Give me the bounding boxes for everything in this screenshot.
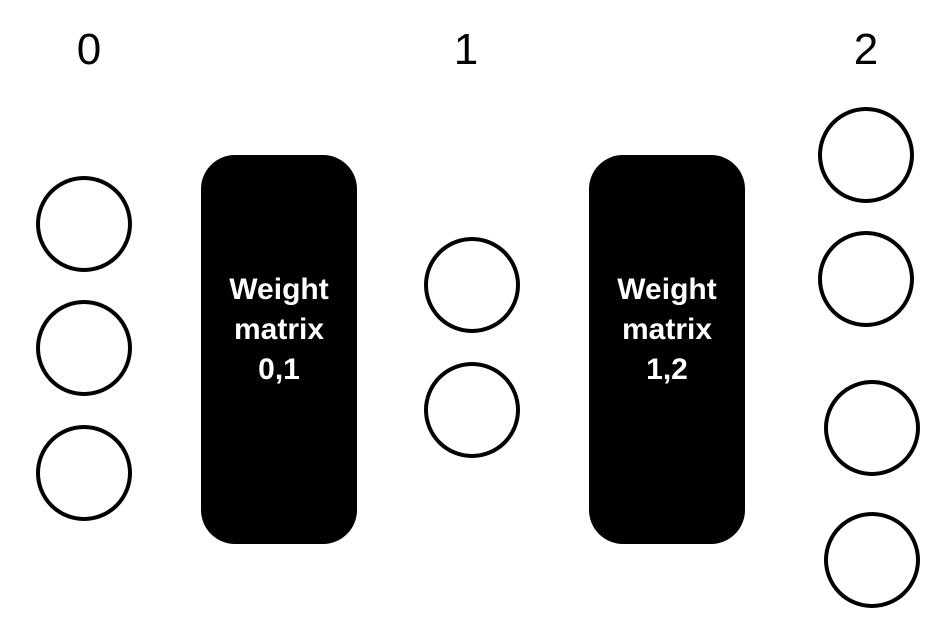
weight-matrix-0-1-line3: 0,1 [258, 352, 300, 386]
layer-2-neuron [818, 107, 914, 203]
layer-0-neuron [36, 300, 132, 396]
layer-2-neuron [824, 380, 920, 476]
layer-0-label: 0 [76, 25, 102, 74]
weight-matrix-0-1-line1: Weight [229, 272, 329, 306]
weight-matrix-1-2: Weight matrix 1,2 [589, 155, 745, 544]
layer-2-label: 2 [853, 25, 879, 74]
layer-1-neuron [424, 237, 520, 333]
weight-matrix-1-2-line2: matrix [621, 312, 713, 346]
weight-matrix-1-2-label: Weight matrix 1,2 [617, 270, 716, 390]
layer-0-neuron [36, 176, 132, 272]
weight-matrix-1-2-line3: 1,2 [646, 352, 688, 386]
weight-matrix-0-1-label: Weight matrix 0,1 [229, 270, 328, 390]
layer-2-neuron [824, 512, 920, 608]
weight-matrix-0-1-line2: matrix [233, 312, 325, 346]
layer-2-neuron [818, 231, 914, 327]
layer-1-label: 1 [453, 25, 479, 74]
layer-0-neuron [36, 425, 132, 521]
weight-matrix-1-2-line1: Weight [617, 272, 717, 306]
layer-1-neuron [424, 362, 520, 458]
weight-matrix-0-1: Weight matrix 0,1 [201, 155, 357, 544]
